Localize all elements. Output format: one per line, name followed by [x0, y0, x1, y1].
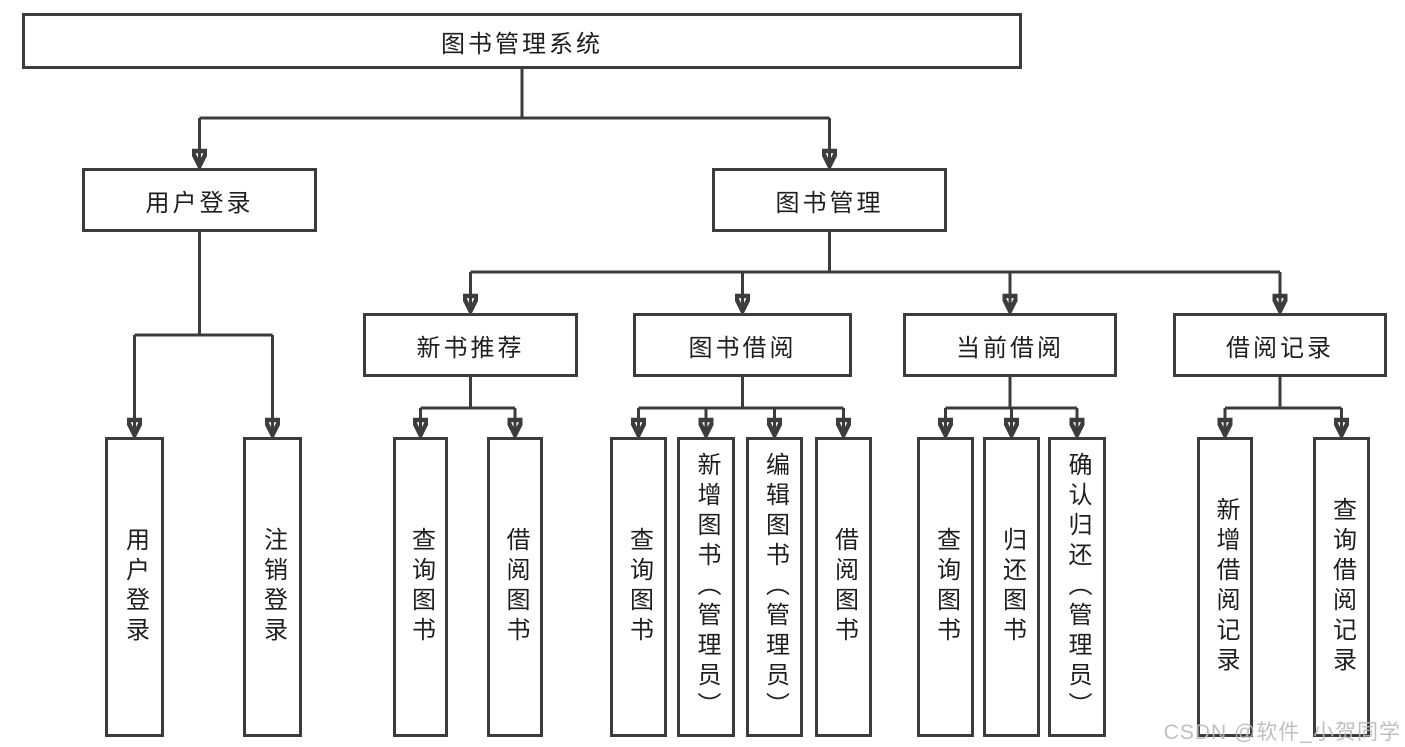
node-new-book-recommendation: 新书推荐	[363, 313, 578, 377]
leaf-label: 确认归还（管理员）	[1064, 452, 1091, 722]
leaf-label: 新增图书（管理员）	[693, 452, 720, 722]
leaf-label: 查询借阅记录	[1328, 497, 1356, 677]
leaf-query-books-borrow: 查询图书	[610, 437, 667, 737]
leaf-edit-books-admin: 编辑图书（管理员）	[746, 437, 803, 737]
node-current-borrowing: 当前借阅	[903, 313, 1117, 377]
leaf-user-login: 用户登录	[105, 437, 164, 737]
leaf-label: 用户登录	[121, 527, 149, 647]
node-book-borrowing: 图书借阅	[633, 313, 852, 377]
leaf-label: 归还图书	[998, 527, 1026, 647]
node-borrowing-records: 借阅记录	[1173, 313, 1387, 377]
leaf-logout: 注销登录	[243, 437, 302, 737]
leaf-add-borrow-record: 新增借阅记录	[1197, 437, 1253, 737]
node-user-login: 用户登录	[82, 168, 317, 232]
node-book-management: 图书管理	[712, 168, 947, 232]
node-root: 图书管理系统	[22, 13, 1022, 69]
leaf-query-borrow-record: 查询借阅记录	[1313, 437, 1370, 737]
leaf-borrow-books-recommend: 借阅图书	[487, 437, 543, 737]
leaf-confirm-return-admin: 确认归还（管理员）	[1048, 437, 1106, 737]
leaf-add-books-admin: 新增图书（管理员）	[677, 437, 735, 737]
leaf-label: 新增借阅记录	[1212, 497, 1239, 677]
csdn-watermark: CSDN @软件_小贺同学	[1163, 721, 1401, 744]
leaf-label: 借阅图书	[502, 527, 529, 647]
leaf-label: 查询图书	[932, 527, 960, 647]
leaf-query-books-current: 查询图书	[917, 437, 974, 737]
leaf-borrow-books: 借阅图书	[815, 437, 872, 737]
leaf-label: 借阅图书	[830, 527, 858, 647]
leaf-query-books-recommend: 查询图书	[393, 437, 448, 737]
leaf-label: 编辑图书（管理员）	[761, 452, 789, 722]
leaf-label: 查询图书	[407, 527, 435, 647]
leaf-label: 注销登录	[259, 527, 287, 647]
leaf-label: 查询图书	[625, 527, 653, 647]
leaf-return-books: 归还图书	[983, 437, 1040, 737]
